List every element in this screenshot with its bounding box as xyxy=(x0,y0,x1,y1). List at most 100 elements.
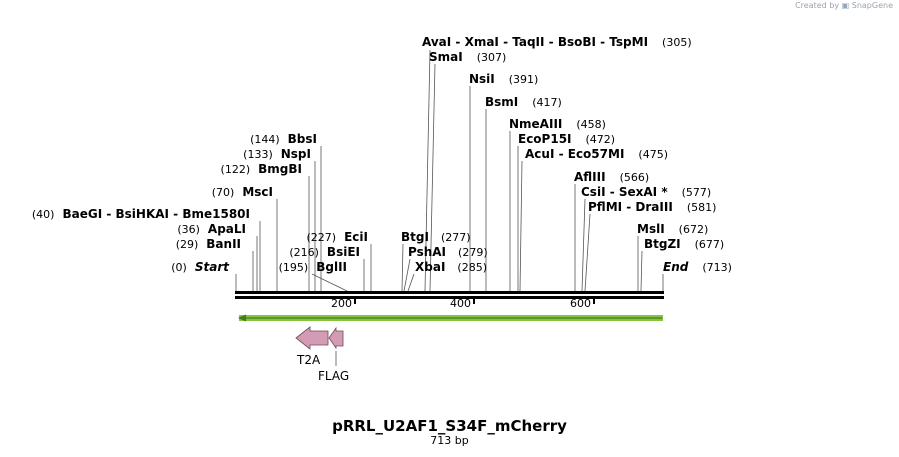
site-pos: (458) xyxy=(576,118,606,131)
site-bbsi-group[interactable]: (144)BbsI xyxy=(250,132,317,146)
site-bsiei-group[interactable]: (216)BsiEI xyxy=(289,245,360,259)
site-smai-group[interactable]: SmaI (307) xyxy=(429,50,506,64)
site-nmeaiii-group[interactable]: NmeAIII (458) xyxy=(509,117,606,131)
leader-csii xyxy=(581,198,586,292)
site-ecii-group[interactable]: (227) EciI xyxy=(307,230,368,244)
site-name: AvaI - XmaI - TaqII - BsoBI - TspMI xyxy=(422,35,648,49)
site-pos: (472) xyxy=(586,133,616,146)
feature-t2a[interactable]: T2A xyxy=(295,326,329,367)
site-nspi-group[interactable]: (133) NspI xyxy=(243,147,311,161)
site-pos: (417) xyxy=(532,96,562,109)
tick-label-200: 200 xyxy=(331,297,352,310)
credit-brand: SnapGene xyxy=(851,1,893,10)
site-pos: (581) xyxy=(687,201,717,214)
flag-label: FLAG xyxy=(318,369,349,383)
leader-pshai xyxy=(403,258,411,292)
end-label-group: End (713) xyxy=(663,260,732,274)
site-pos: (566) xyxy=(620,171,650,184)
site-pos: (122) xyxy=(221,163,251,176)
start-pos: (0) xyxy=(171,261,187,274)
site-bsmi-group[interactable]: BsmI (417) xyxy=(485,95,562,109)
leader-xbai xyxy=(407,273,415,292)
site-pos: (285) xyxy=(457,261,487,274)
backbone-bottom-strand xyxy=(235,296,664,299)
site-name: ApaLI xyxy=(208,222,246,236)
site-pos: (227) xyxy=(307,231,337,244)
site-csii-group[interactable]: CsiI - SexAI * (577) xyxy=(581,185,711,199)
site-pos: (307) xyxy=(477,51,507,64)
leader-btgi xyxy=(401,243,404,292)
site-pos: (70) xyxy=(212,186,235,199)
site-name: BglII xyxy=(316,260,347,274)
site-name: SmaI xyxy=(429,50,463,64)
site-bmgbi-group[interactable]: (122) BmgBI xyxy=(221,162,302,176)
end-pos: (713) xyxy=(702,261,732,274)
site-pos: (577) xyxy=(682,186,712,199)
orf-arrowhead-icon xyxy=(238,314,246,322)
leader-pflmi xyxy=(584,213,591,292)
site-name: BsmI xyxy=(485,95,518,109)
site-pshai-group[interactable]: PshAI (279) xyxy=(408,245,488,259)
site-pos: (279) xyxy=(458,246,488,259)
site-name: BtgZI xyxy=(644,237,681,251)
site-name: EcoP15I xyxy=(518,132,572,146)
credit-prefix: Created by xyxy=(795,1,840,10)
site-name: MscI xyxy=(242,185,273,199)
site-name: NmeAIII xyxy=(509,117,562,131)
site-msci-group[interactable]: (70) MscI xyxy=(212,185,273,199)
site-msli-group[interactable]: MslI(672) xyxy=(637,222,708,236)
site-baegi-group[interactable]: (40)BaeGI - BsiHKAI - Bme1580I xyxy=(32,207,250,221)
leader-acui xyxy=(519,160,523,292)
t2a-arrow-icon xyxy=(295,326,329,350)
site-nsii-group[interactable]: NsiI (391) xyxy=(469,72,538,86)
site-name: AcuI - Eco57MI xyxy=(525,147,624,161)
site-name: AflIII xyxy=(574,170,606,184)
backbone-top-strand xyxy=(235,291,664,294)
sequence-title: pRRL_U2AF1_S34F_mCherry xyxy=(332,417,567,435)
site-btgzi-group[interactable]: BtgZI (677) xyxy=(644,237,724,251)
site-labels: AvaI - XmaI - TaqII - BsoBI - TspMI (305)… xyxy=(32,35,732,274)
site-name: BmgBI xyxy=(258,162,302,176)
site-name: MslI xyxy=(637,222,665,236)
site-name: NsiI xyxy=(469,72,495,86)
start-label-group: (0) Start xyxy=(171,260,230,274)
site-apali-group[interactable]: (36)ApaLI xyxy=(177,222,246,236)
end-name: End xyxy=(663,260,689,274)
site-name: PshAI xyxy=(408,245,446,259)
leader-smai xyxy=(429,63,436,292)
site-pos: (29) xyxy=(176,238,199,251)
site-name: BtgI xyxy=(401,230,429,244)
site-xbai-group[interactable]: XbaI (285) xyxy=(415,260,487,274)
leader-btgzi xyxy=(640,250,643,292)
site-acui-group[interactable]: AcuI - Eco57MI(475) xyxy=(525,147,668,161)
site-afliii-group[interactable]: AflIII (566) xyxy=(574,170,649,184)
tick-label-400: 400 xyxy=(450,297,471,310)
site-name: NspI xyxy=(281,147,311,161)
leader-bglii xyxy=(311,273,348,292)
feature-flag[interactable]: FLAG xyxy=(318,326,349,383)
site-pflmi-group[interactable]: PflMI - DraIII(581) xyxy=(588,200,716,214)
site-pos: (133) xyxy=(243,148,273,161)
site-pos: (305) xyxy=(662,36,692,49)
site-pos: (677) xyxy=(695,238,725,251)
snapgene-credit: Created by ▣ SnapGene xyxy=(795,1,893,10)
site-name: CsiI - SexAI * xyxy=(581,185,668,199)
site-pos: (195) xyxy=(279,261,309,274)
leader-avai xyxy=(424,49,431,292)
start-name: Start xyxy=(195,260,230,274)
snapgene-logo-icon: ▣ xyxy=(841,1,850,10)
sequence-length: 713 bp xyxy=(430,434,469,447)
site-bglii-group[interactable]: (195) BglII xyxy=(279,260,347,274)
site-name: XbaI xyxy=(415,260,445,274)
site-banii-group[interactable]: (29)BanII xyxy=(176,237,241,251)
site-btgi-group[interactable]: BtgI(277) xyxy=(401,230,471,244)
site-name: BbsI xyxy=(288,132,317,146)
site-name: EciI xyxy=(344,230,368,244)
site-pos: (391) xyxy=(509,73,539,86)
site-avai-group[interactable]: AvaI - XmaI - TaqII - BsoBI - TspMI (305) xyxy=(422,35,692,49)
t2a-label: T2A xyxy=(296,353,321,367)
tick-label-600: 600 xyxy=(570,297,591,310)
orf-arrow[interactable] xyxy=(238,314,663,322)
site-ecop15i-group[interactable]: EcoP15I (472) xyxy=(518,132,615,146)
